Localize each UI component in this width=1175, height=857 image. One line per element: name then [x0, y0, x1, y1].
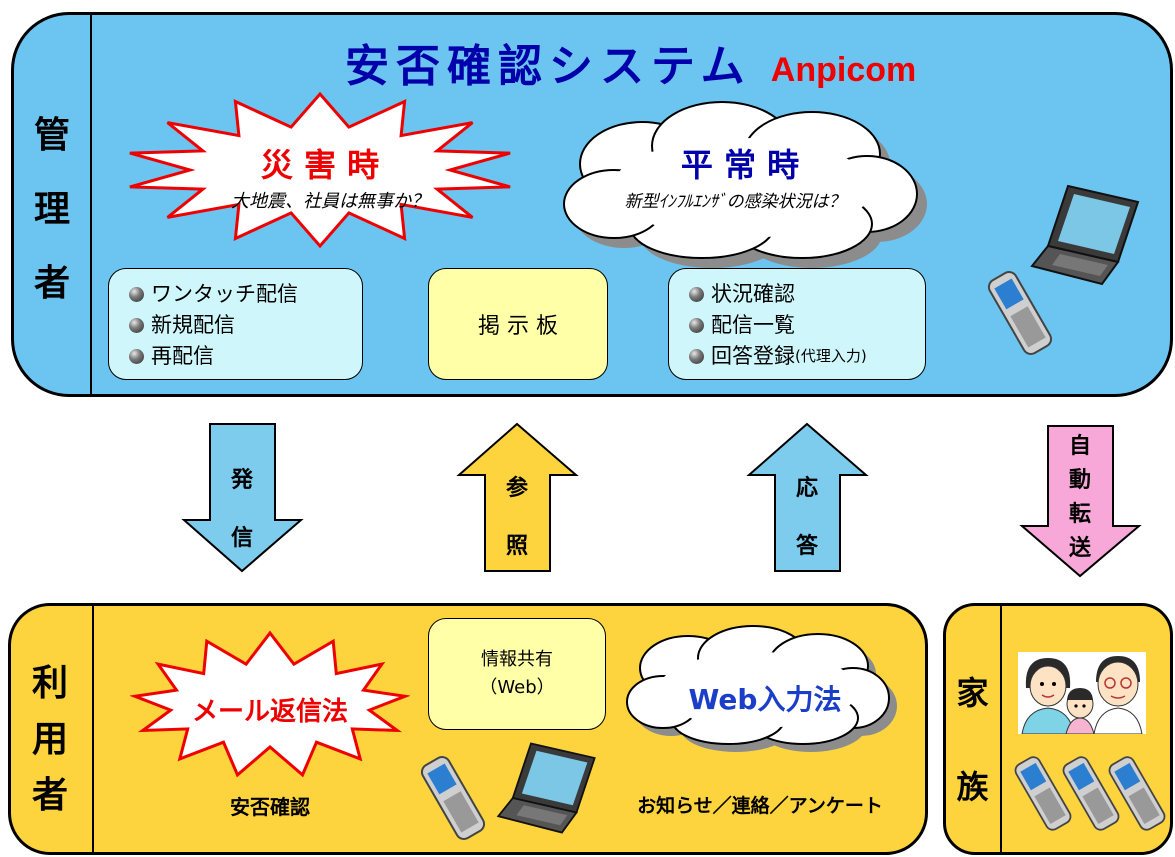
send-arrow-char: 発	[230, 468, 253, 493]
laptop-icon	[496, 742, 596, 834]
admin-label-char: 理	[33, 189, 70, 230]
status-options-box: 状況確認 配信一覧 回答登録(代理入力)	[668, 268, 926, 380]
brand-name: Anpicom	[771, 51, 916, 89]
user-label-char: 利	[31, 663, 68, 704]
mobile-phone-icon	[1014, 756, 1072, 831]
send-option-item[interactable]: 新規配信	[129, 310, 362, 341]
status-options-list: 状況確認 配信一覧 回答登録(代理入力)	[689, 279, 925, 372]
user-divider	[92, 605, 94, 853]
status-option-label: 状況確認	[711, 282, 795, 306]
admin-divider	[90, 14, 92, 395]
normal-heading: 平 常 時	[680, 146, 800, 184]
forward-arrow-label: 自 動 転 送	[1060, 430, 1100, 566]
web-method-cloud	[626, 625, 897, 752]
bullet-icon	[129, 318, 144, 333]
admin-label: 管 理 者	[22, 100, 82, 320]
mobile-phone-icon	[1062, 756, 1120, 831]
send-option-label: 再配信	[151, 344, 214, 368]
notice-label: お知らせ／連絡／アンケート	[637, 795, 883, 817]
bullet-icon	[689, 349, 704, 364]
refer-arrow-label: 参 照	[497, 460, 537, 576]
send-option-item[interactable]: ワンタッチ配信	[129, 279, 362, 310]
admin-label-char: 者	[33, 263, 70, 304]
status-option-suffix: (代理入力)	[795, 347, 867, 365]
mail-method-burst	[130, 630, 410, 778]
status-option-label: 回答登録	[711, 344, 795, 368]
brand-suffix: com	[846, 51, 917, 89]
forward-arrow-char: 転	[1068, 502, 1091, 527]
send-options-list: ワンタッチ配信 新規配信 再配信	[129, 279, 362, 372]
forward-arrow-char: 動	[1068, 468, 1091, 493]
family-divider	[1000, 605, 1002, 853]
web-method-label: Web入力法	[688, 683, 842, 716]
bulletin-board-label: 掲 示 板	[478, 314, 558, 339]
family-label-char: 家	[956, 674, 989, 712]
system-title: 安否確認システム	[345, 41, 752, 92]
user-label-char: 用	[31, 719, 68, 760]
status-option-item[interactable]: 状況確認	[689, 279, 925, 310]
bullet-icon	[689, 318, 704, 333]
forward-arrow-char: 送	[1068, 536, 1091, 561]
forward-arrow	[1019, 425, 1142, 578]
brand-prefix: Anpi	[770, 51, 847, 89]
refer-arrow-char: 照	[505, 534, 528, 559]
send-option-item[interactable]: 再配信	[129, 341, 362, 372]
safety-check-label: 安否確認	[230, 795, 310, 819]
respond-arrow-char: 応	[795, 476, 818, 501]
send-options-box: ワンタッチ配信 新規配信 再配信	[108, 268, 363, 380]
respond-arrow-label: 応 答	[787, 460, 827, 576]
status-option-item[interactable]: 配信一覧	[689, 310, 925, 341]
info-share-box[interactable]: 情報共有 （Web）	[428, 618, 606, 730]
refer-arrow-char: 参	[505, 476, 528, 501]
bullet-icon	[689, 287, 704, 302]
send-arrow	[181, 423, 304, 573]
admin-label-char: 管	[33, 115, 70, 156]
send-arrow-char: 信	[230, 526, 253, 551]
send-option-label: 新規配信	[151, 313, 235, 337]
family-label: 家 族	[945, 650, 1000, 830]
respond-arrow	[746, 422, 869, 572]
info-share-label: 情報共有	[481, 649, 553, 670]
respond-arrow-char: 答	[795, 534, 818, 559]
page-title: 安否確認システム Anpicom	[345, 30, 965, 92]
laptop-icon	[1030, 184, 1140, 286]
family-picture	[1018, 652, 1146, 734]
bulletin-board-box[interactable]: 掲 示 板	[428, 268, 608, 380]
refer-arrow	[456, 422, 579, 572]
bullet-icon	[129, 349, 144, 364]
disaster-subtitle: 大地震、社員は無事か？	[231, 191, 429, 212]
status-option-label: 配信一覧	[711, 313, 795, 337]
disaster-heading: 災 害 時	[260, 146, 380, 184]
send-arrow-label: 発 信	[222, 452, 262, 568]
disaster-burst	[129, 91, 511, 249]
family-label-char: 族	[956, 768, 989, 806]
bullet-icon	[129, 287, 144, 302]
mobile-phone-icon	[420, 756, 486, 840]
send-option-label: ワンタッチ配信	[151, 282, 298, 306]
mail-method-label: メール返信法	[191, 697, 348, 727]
status-option-item[interactable]: 回答登録(代理入力)	[689, 341, 925, 372]
mobile-phone-icon	[987, 271, 1053, 355]
normal-subtitle: 新型ｲﾝﾌﾙｴﾝｻﾞの感染状況は？	[624, 192, 846, 212]
mobile-phone-icon	[1108, 756, 1166, 831]
info-share-sublabel: （Web）	[479, 677, 555, 698]
forward-arrow-char: 自	[1068, 434, 1091, 459]
normal-cloud	[563, 101, 927, 268]
user-label: 利 用 者	[20, 650, 80, 830]
user-label-char: 者	[31, 775, 68, 816]
